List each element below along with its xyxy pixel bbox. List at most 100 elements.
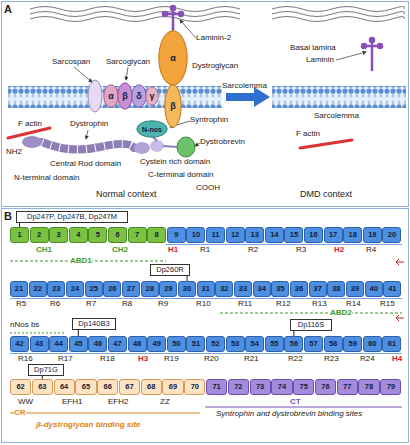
exon-box: 64 (54, 379, 75, 395)
exon-number: 62 (16, 383, 24, 391)
exon-box: 56 (284, 336, 303, 352)
exon-box: 42 (10, 336, 29, 352)
exon-box: 33 (234, 281, 252, 297)
exon-number: 76 (321, 383, 329, 391)
exon-box: 63 (32, 379, 53, 395)
node-text: Dp140B3 (78, 320, 109, 328)
text-label: R12 (276, 300, 291, 309)
exon-number: 23 (52, 285, 60, 293)
exon-number: 67 (125, 383, 133, 391)
exon-number: 33 (239, 285, 247, 293)
exon-number: 63 (38, 383, 46, 391)
exon-number: 30 (183, 285, 191, 293)
exon-number: 43 (35, 340, 43, 348)
text-label: R14 (346, 300, 361, 309)
text-label: R9 (158, 300, 168, 309)
text-label: Sarcolemma (314, 112, 359, 121)
domain-bracket (10, 245, 404, 414)
promoter-box: Dp260R (150, 264, 190, 276)
exon-box: 36 (290, 281, 308, 297)
exon-number: 66 (104, 383, 112, 391)
exon-box: 61 (382, 336, 401, 352)
exon-number: 41 (388, 285, 396, 293)
exon-box: 8 (147, 227, 166, 243)
text-label: F actin (296, 130, 320, 139)
exon-number: 51 (192, 340, 200, 348)
exon-box: 30 (178, 281, 196, 297)
text-label: H4 (392, 355, 402, 364)
text-label: R4 (366, 246, 376, 255)
exon-box: 4 (69, 227, 88, 243)
exon-box: 1 (10, 227, 29, 243)
text-label: NH2 (6, 148, 22, 157)
protein-ellipse: α (103, 84, 119, 108)
ellipse-shape (132, 85, 146, 107)
text-label: nNos bs (10, 321, 39, 330)
ellipse-shape (146, 87, 158, 105)
exon-box: 47 (108, 336, 127, 352)
exon-number: 60 (368, 340, 376, 348)
exon-box: 22 (29, 281, 47, 297)
exon-number: 42 (15, 340, 23, 348)
text-label: R23 (324, 355, 339, 364)
exon-number: 68 (147, 383, 155, 391)
protein-ellipse: β (164, 84, 182, 128)
exon-box: 73 (250, 379, 271, 395)
node-text: Dp260R (156, 266, 184, 274)
text-label: R16 (18, 355, 33, 364)
ellipse-shape (165, 85, 181, 127)
exon-number: 58 (329, 340, 337, 348)
promoter-box: Dp71G (28, 364, 64, 376)
exon-number: 73 (256, 383, 264, 391)
exon-number: 15 (290, 231, 298, 239)
exon-number: 14 (270, 231, 278, 239)
exon-number: 5 (96, 231, 100, 239)
protein-ellipse: γ (145, 86, 159, 106)
exon-number: 3 (57, 231, 61, 239)
exon-box: 16 (304, 227, 323, 243)
exon-box: 62 (10, 379, 31, 395)
exon-box: 37 (309, 281, 327, 297)
exon-number: 75 (300, 383, 308, 391)
exon-box: 55 (265, 336, 284, 352)
exon-box: 58 (324, 336, 343, 352)
exon-number: 49 (153, 340, 161, 348)
text-label: R17 (58, 355, 73, 364)
exon-box: 25 (85, 281, 103, 297)
exon-number: 48 (133, 340, 141, 348)
exon-box: 41 (383, 281, 401, 297)
text-label: A (4, 3, 12, 15)
node-text: δ (136, 92, 141, 101)
exon-box: 46 (88, 336, 107, 352)
exon-number: 18 (349, 231, 357, 239)
text-label: Dystrobrevin (200, 138, 245, 147)
exon-number: 9 (174, 231, 178, 239)
text-label: ZZ (160, 398, 170, 407)
text-label: F actin (18, 120, 42, 129)
exon-box: 24 (66, 281, 84, 297)
exon-box: 9 (167, 227, 186, 243)
text-label: Syntrophin (190, 116, 228, 125)
exon-box: 35 (271, 281, 289, 297)
text-label: R22 (288, 355, 303, 364)
basal-lamina (30, 7, 405, 22)
exon-number: 7 (135, 231, 139, 239)
exon-number: 11 (212, 231, 220, 239)
exon-number: 32 (220, 285, 228, 293)
exon-number: 38 (332, 285, 340, 293)
exon-number: 19 (368, 231, 376, 239)
exon-box: 3 (49, 227, 68, 243)
text-label: R7 (86, 300, 96, 309)
text-label: β-dystroglycan binding site (36, 421, 141, 430)
text-label: WW (18, 398, 33, 407)
exon-number: 34 (258, 285, 266, 293)
dystrophin-molecule (22, 136, 178, 154)
text-label: Laminin (306, 56, 334, 65)
exon-box: 20 (382, 227, 401, 243)
exon-box: 13 (245, 227, 264, 243)
exon-box: 12 (226, 227, 245, 243)
node-text: N-nos (142, 126, 162, 133)
text-label: CR (14, 409, 26, 418)
node-text: α (108, 92, 114, 101)
